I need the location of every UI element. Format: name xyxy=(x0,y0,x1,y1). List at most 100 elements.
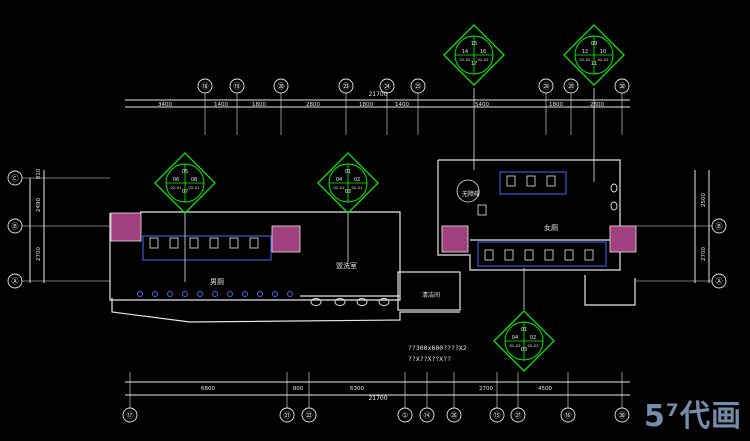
grid-bubble-bottom: ㉖ xyxy=(446,407,462,423)
dim-top-value: 3400 xyxy=(158,102,172,108)
detail-tag-sub: 02-02 xyxy=(579,57,591,62)
grid-bubble-left-label: Ⓒ xyxy=(12,175,19,183)
grid-bubble-top-label: ㉕ xyxy=(415,83,422,91)
watermark-logo: 5⁷代画 xyxy=(643,399,742,434)
grid-bubble-top: ㉘ xyxy=(538,78,554,94)
sink-row xyxy=(310,183,618,306)
detail-tag-top: 09 xyxy=(591,41,597,47)
detail-tag-sub: 02-02 xyxy=(459,57,471,62)
grid-bubble-bottom: ㉑ xyxy=(279,407,295,423)
grid-bubble-bottom: ⑯ xyxy=(560,407,576,423)
grid-bubble-bottom-label: ⑭ xyxy=(424,412,431,420)
dim-top-value: 1400 xyxy=(395,102,409,108)
grid-bubble-top-label: ⑱ xyxy=(202,83,209,91)
grid-bubble-top-label: ⑲ xyxy=(234,83,241,91)
dim-bottom-value: 900 xyxy=(293,386,304,392)
grid-bubble-top: ㉓ xyxy=(338,78,354,94)
grid-bubble-bottom: ⑰ xyxy=(122,407,138,423)
stall-partitions xyxy=(142,171,607,267)
bottom-total-dimension: 21700 xyxy=(368,395,387,402)
grid-bubble-bottom-label: ㉚ xyxy=(619,412,626,420)
grid-bubble-top-label: ⑳ xyxy=(278,83,285,91)
grid-bubble-bottom: ① xyxy=(397,407,413,423)
grid-bubble-top: ⑳ xyxy=(273,78,289,94)
grid-bubble-bottom: ㉚ xyxy=(614,407,630,423)
grid-bubble-left: Ⓒ xyxy=(7,170,23,186)
dim-bottom-value: 6800 xyxy=(201,386,215,392)
grid-bubble-right: Ⓐ xyxy=(711,273,727,289)
dim-right-value: 2500 xyxy=(701,193,707,207)
detail-tag-sub: 02-01 xyxy=(188,185,200,190)
detail-tag-left: 12 xyxy=(582,49,588,55)
dim-top-value: 2800 xyxy=(590,102,604,108)
detail-tag-right: 16 xyxy=(480,49,486,55)
stair-note: ??300x600????X2 xyxy=(408,344,467,352)
detail-tag-top: 15 xyxy=(471,41,477,47)
label-washroom: 盥洗室 xyxy=(336,261,357,270)
dim-left-value: 810 xyxy=(36,168,42,179)
dim-top-value: 2800 xyxy=(306,102,320,108)
grid-bubble-top-label: ㉓ xyxy=(343,83,350,91)
grid-bubble-top: ⑱ xyxy=(197,78,213,94)
detail-tag-sub: 02-02 xyxy=(477,57,489,62)
dim-top-value: 1400 xyxy=(214,102,228,108)
detail-tag-top: 05 xyxy=(182,169,188,175)
grid-bubble-bottom: ㉒ xyxy=(301,407,317,423)
building-walls xyxy=(109,159,636,323)
grid-bubble-left: Ⓑ xyxy=(7,218,23,234)
detail-tag-bottom: 17 xyxy=(471,61,477,67)
detail-tag-left: 06 xyxy=(173,177,179,183)
grid-bubble-bottom: ㉗ xyxy=(510,407,526,423)
grid-bubble-bottom-label: ㉗ xyxy=(515,412,522,420)
bottom-dimension-chain xyxy=(125,381,630,396)
dim-left-value: 2490 xyxy=(36,198,42,212)
grid-bubble-bottom: ⑭ xyxy=(419,407,435,423)
grid-bubble-bottom: ⑮ xyxy=(489,407,505,423)
detail-tag-top: 01 xyxy=(521,327,527,333)
detail-tag-sub: 02-01 xyxy=(333,185,345,190)
grid-axis-right: ⒷⒶ xyxy=(636,218,727,289)
grid-bubble-bottom-label: ⑯ xyxy=(565,412,572,420)
detail-tag-sub: 02-02 xyxy=(527,343,539,348)
grid-bubble-top-label: ㉙ xyxy=(568,83,575,91)
dim-bottom-value: 6300 xyxy=(350,386,364,392)
detail-tag-sub: 02-01 xyxy=(351,185,363,190)
detail-tag-right: 02 xyxy=(530,335,536,341)
top-total-dimension: 21700 xyxy=(368,91,387,98)
label-male-toilet: 男厕 xyxy=(210,278,224,286)
grid-bubble-bottom-label: ㉑ xyxy=(284,412,291,420)
grid-bubble-top-label: ㉚ xyxy=(619,83,626,91)
detail-tag-bottom: 03 xyxy=(521,347,527,353)
detail-tag-bottom: 07 xyxy=(182,189,188,195)
grid-bubble-top: ㉚ xyxy=(614,78,630,94)
grid-bubble-bottom-label: ⑰ xyxy=(127,412,134,420)
side-dimension-chains xyxy=(29,170,710,283)
dim-top-value: 1800 xyxy=(252,102,266,108)
detail-tag-left: 04 xyxy=(336,177,342,183)
grid-bubble-top-label: ㉘ xyxy=(543,83,550,91)
stair-note-2: ??X??X??X?? xyxy=(408,355,451,363)
dim-top-value: 1800 xyxy=(549,102,563,108)
grid-bubble-left-label: Ⓐ xyxy=(12,278,19,286)
urinal-row xyxy=(137,291,293,297)
grid-bubble-bottom-label: ㉒ xyxy=(306,412,313,420)
label-female-toilet: 女厕 xyxy=(544,223,558,232)
structural-columns xyxy=(110,212,637,253)
toilet-fixtures xyxy=(149,175,594,261)
grid-axis-bottom: ⑰ ㉑ ㉒ ① ⑭ ㉖ ⑮ ㉗ ⑯ ㉚ xyxy=(122,372,630,423)
detail-tag-sub: 02-02 xyxy=(597,57,609,62)
grid-bubble-bottom-label: ⑮ xyxy=(494,412,501,420)
detail-tag-top: 01 xyxy=(345,169,351,175)
dim-top-value: 5400 xyxy=(475,102,489,108)
grid-bubble-top: ㉔ xyxy=(379,78,395,94)
grid-bubble-top: ⑲ xyxy=(229,78,245,94)
grid-axis-left: Ⓒ Ⓑ Ⓐ xyxy=(7,170,110,289)
